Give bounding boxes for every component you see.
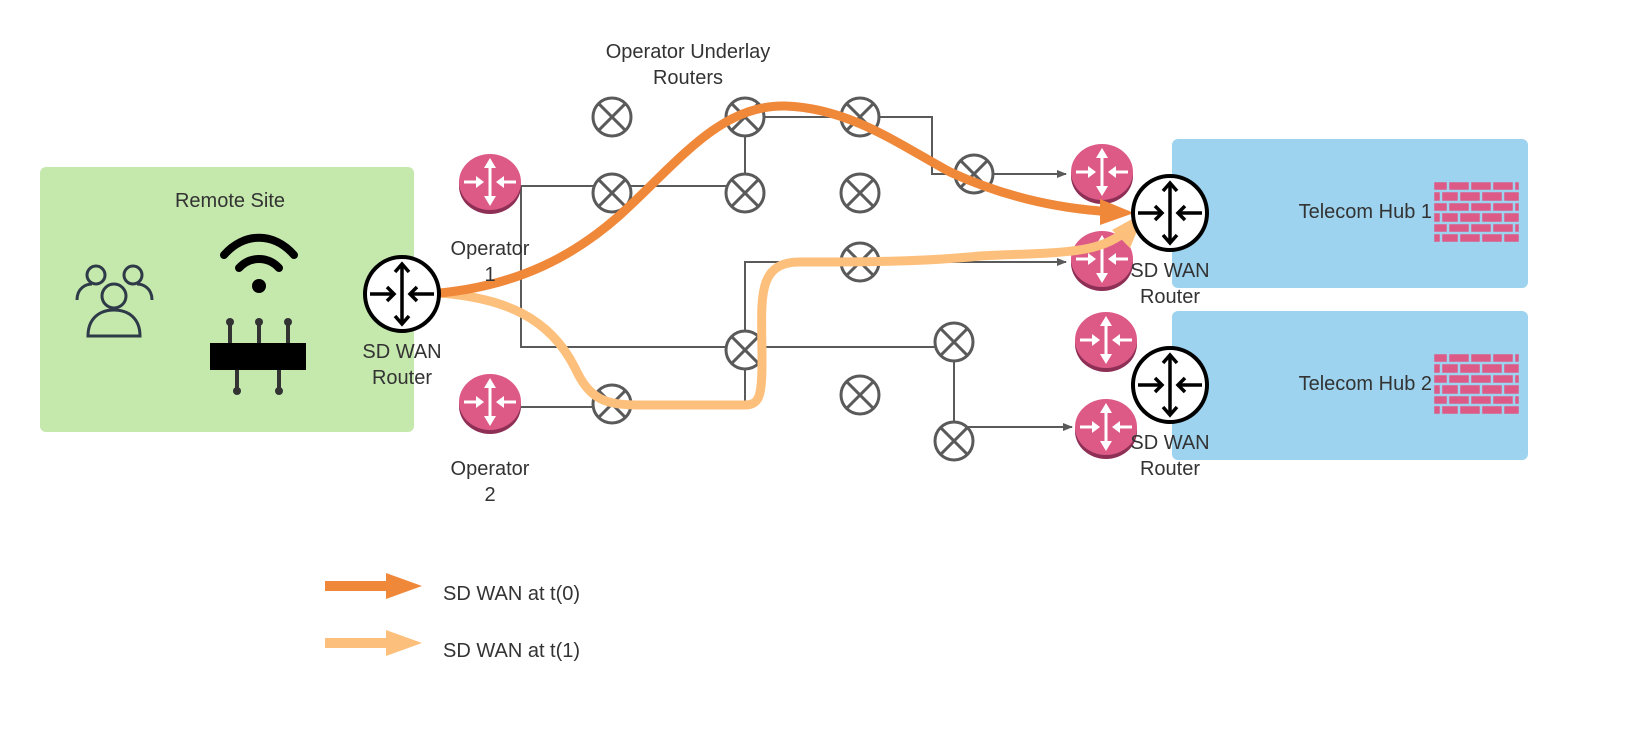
remote-sdwan-router-icon — [363, 255, 441, 333]
hub1-sdwan-router-icon — [1131, 174, 1209, 252]
access-point-icon — [210, 318, 306, 395]
hub2-router-label-line2: Router — [1139, 458, 1201, 480]
hub2-upper-router-icon — [1073, 310, 1139, 374]
users-icon — [75, 264, 154, 338]
link-op2 — [521, 261, 860, 408]
path-t1 — [435, 212, 1145, 410]
operator-1-label: Operator 1 — [440, 236, 540, 288]
hub1-router-label-line2: Router — [1139, 286, 1201, 308]
underlay-router-icon — [591, 96, 633, 138]
operator-1-label-line2: 1 — [484, 264, 496, 286]
remote-router-label: SD WAN Router — [340, 339, 464, 391]
hub2-router-label-line1: SD WAN — [1130, 432, 1210, 454]
underlay-title-line2: Routers — [652, 67, 724, 89]
underlay-router-icon — [724, 172, 766, 214]
underlay-router-icon — [839, 374, 881, 416]
path-t0 — [435, 101, 1134, 298]
underlay-title: Operator Underlay Routers — [588, 39, 788, 91]
underlay-router-icon — [839, 172, 881, 214]
hub2-router-label: SD WAN Router — [1110, 430, 1230, 482]
underlay-title-line1: Operator Underlay — [605, 41, 771, 63]
remote-router-label-line1: SD WAN — [362, 341, 442, 363]
operator-2-label-line1: Operator — [450, 458, 530, 480]
remote-router-label-line2: Router — [371, 367, 433, 389]
telecom-hub-1-title: Telecom Hub 1 — [1298, 201, 1432, 223]
hub1-router-label-line1: SD WAN — [1130, 260, 1210, 282]
operator-2-label: Operator 2 — [440, 456, 540, 508]
underlay-router-icon — [933, 321, 975, 363]
operator-1-router-icon — [457, 152, 523, 216]
firewall-icon — [1431, 179, 1522, 245]
hub1-router-label: SD WAN Router — [1110, 258, 1230, 310]
legend-t0-arrow — [325, 573, 422, 599]
hub1-upper-router-icon — [1069, 142, 1135, 206]
wifi-icon — [220, 233, 298, 293]
operator-1-label-line1: Operator — [450, 238, 530, 260]
telecom-hub-2-title: Telecom Hub 2 — [1298, 373, 1432, 395]
legend-t0-label: SD WAN at t(0) — [443, 583, 581, 605]
legend-t1-arrow — [325, 630, 422, 656]
remote-site-title: Remote Site — [174, 190, 286, 212]
operator-2-label-line2: 2 — [484, 484, 496, 506]
operator-2-router-icon — [457, 372, 523, 436]
firewall-icon — [1431, 351, 1522, 417]
underlay-router-icon — [933, 420, 975, 462]
legend-t1-label: SD WAN at t(1) — [443, 640, 581, 662]
link-op1-bottom — [520, 186, 954, 348]
hub2-sdwan-router-icon — [1131, 346, 1209, 424]
